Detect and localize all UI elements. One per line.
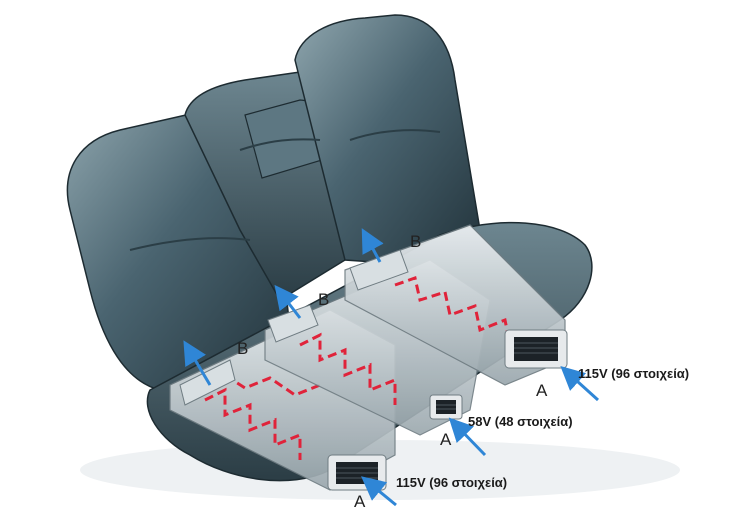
label-b-left: B <box>237 339 249 358</box>
inlet-grille <box>514 337 558 361</box>
air-inlet-arrow-icon <box>448 417 487 457</box>
voltage-label-center: 58V (48 στοιχεία) <box>468 414 573 429</box>
label-b-center: B <box>318 290 330 309</box>
air-outlet-arrow-icon <box>274 284 302 319</box>
stitch-line <box>129 237 251 251</box>
label-a-left: A <box>354 492 366 511</box>
grille-slats <box>336 342 558 479</box>
inlet-grille <box>436 400 456 414</box>
heater-trace <box>299 332 397 405</box>
stitch-line <box>239 138 321 151</box>
label-a-center: A <box>440 430 452 449</box>
air-inlet-arrow-icon <box>560 365 600 402</box>
outlet-vent <box>349 249 409 291</box>
heater-trace <box>204 387 302 460</box>
heater-trace <box>394 276 512 346</box>
backrest-right <box>294 14 481 266</box>
label-a-right: A <box>536 381 548 400</box>
label-b-right: B <box>410 232 422 251</box>
air-outlet-arrow-icon <box>361 228 384 263</box>
air-outlet-arrow-icon <box>183 340 212 386</box>
heater-module-right <box>344 224 568 386</box>
voltage-label-right: 115V (96 στοιχεία) <box>578 366 690 381</box>
stitch-line <box>349 129 441 141</box>
voltage-label-left: 115V (96 στοιχεία) <box>396 475 508 490</box>
air-inlet-arrow-icon <box>361 476 397 507</box>
